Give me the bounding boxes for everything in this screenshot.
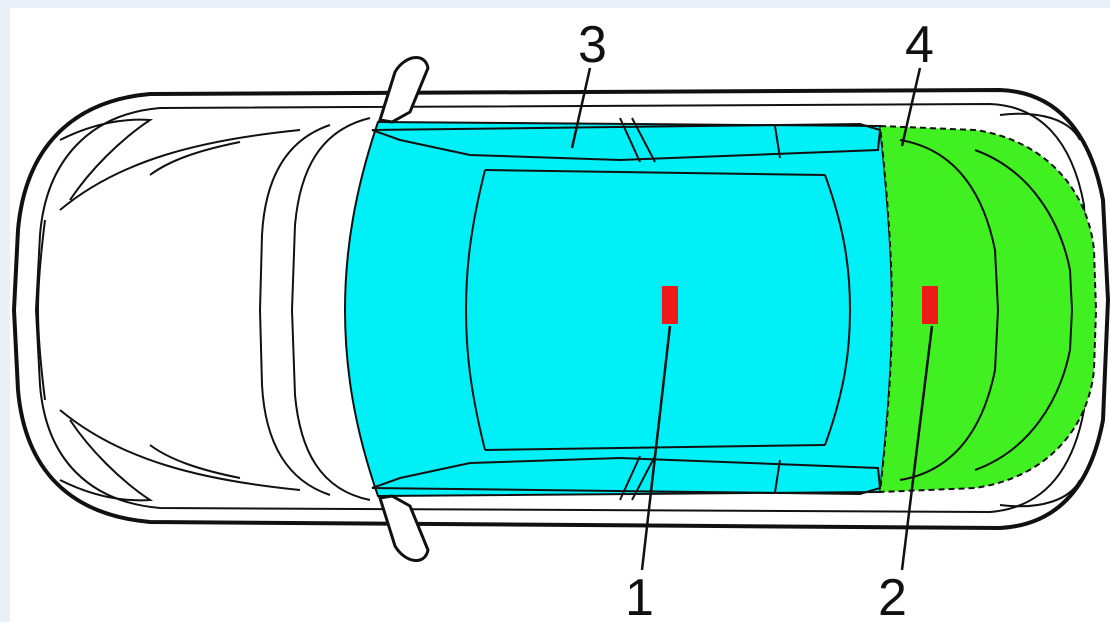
cabin-protection-zone (343, 120, 894, 498)
cabin-sensor-marker (662, 286, 678, 324)
hood-details (36, 117, 371, 502)
leader-line-2 (900, 325, 934, 571)
leader-line-3 (570, 67, 592, 149)
trunk-details (899, 112, 1081, 508)
leader-line-4 (900, 67, 922, 147)
callout-label-3: 3 (578, 16, 607, 74)
leader-line-1 (640, 325, 672, 571)
callout-label-1: 1 (625, 569, 654, 622)
trunk-protection-zone (878, 124, 1098, 494)
car-body-inner-line (34, 102, 1090, 514)
callout-label-4: 4 (905, 16, 934, 74)
callout-label-2: 2 (878, 569, 907, 622)
trunk-sensor-marker (922, 286, 938, 324)
left-mirror (378, 56, 430, 124)
right-mirror (378, 494, 430, 562)
